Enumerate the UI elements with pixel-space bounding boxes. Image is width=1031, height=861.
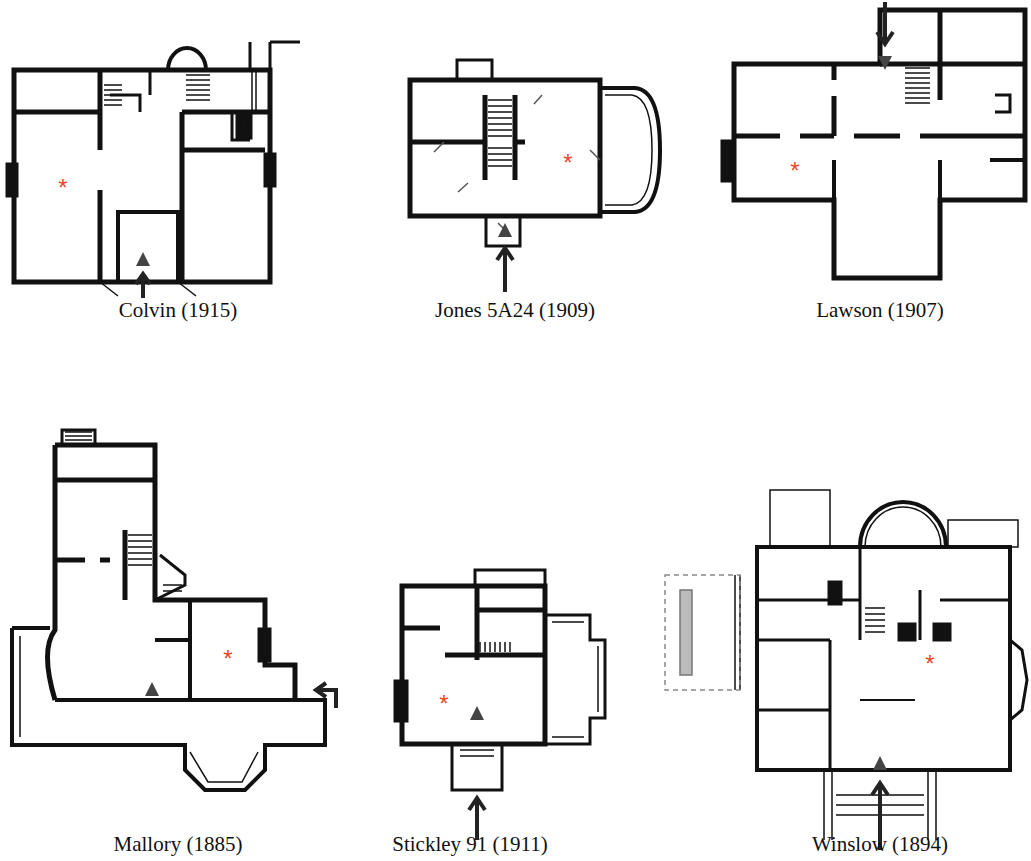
plan-caption: Lawson (1907) — [816, 300, 944, 321]
stair-symbol — [65, 432, 182, 591]
plan-caption: Jones 5A24 (1909) — [435, 300, 595, 321]
winslow-plan — [757, 502, 1027, 770]
stair-symbol — [460, 642, 510, 756]
jones-plan — [410, 60, 660, 246]
stair-symbol — [434, 95, 600, 233]
plan-caption: Stickley 91 (1911) — [392, 834, 548, 855]
living-room-marker: * — [790, 159, 799, 183]
stickley-plan — [402, 570, 605, 790]
entrance-marker — [136, 56, 892, 770]
living-room-marker: * — [223, 647, 232, 671]
living-room-marker: * — [439, 692, 448, 716]
mallory-plan — [12, 430, 325, 790]
plan-caption: Mallory (1885) — [114, 834, 243, 855]
plan-caption: Winslow (1894) — [812, 834, 948, 855]
plan-caption: Colvin (1915) — [119, 300, 237, 321]
stair-symbol — [104, 70, 256, 112]
living-room-marker: * — [925, 652, 934, 676]
entrance-arrow — [136, 2, 893, 850]
living-room-marker: * — [58, 176, 67, 200]
stair-symbol — [905, 68, 930, 103]
living-room-marker: * — [563, 151, 572, 175]
colvin-plan — [14, 42, 300, 282]
lawson-plan — [734, 10, 1025, 278]
porch-outline — [665, 490, 1018, 840]
